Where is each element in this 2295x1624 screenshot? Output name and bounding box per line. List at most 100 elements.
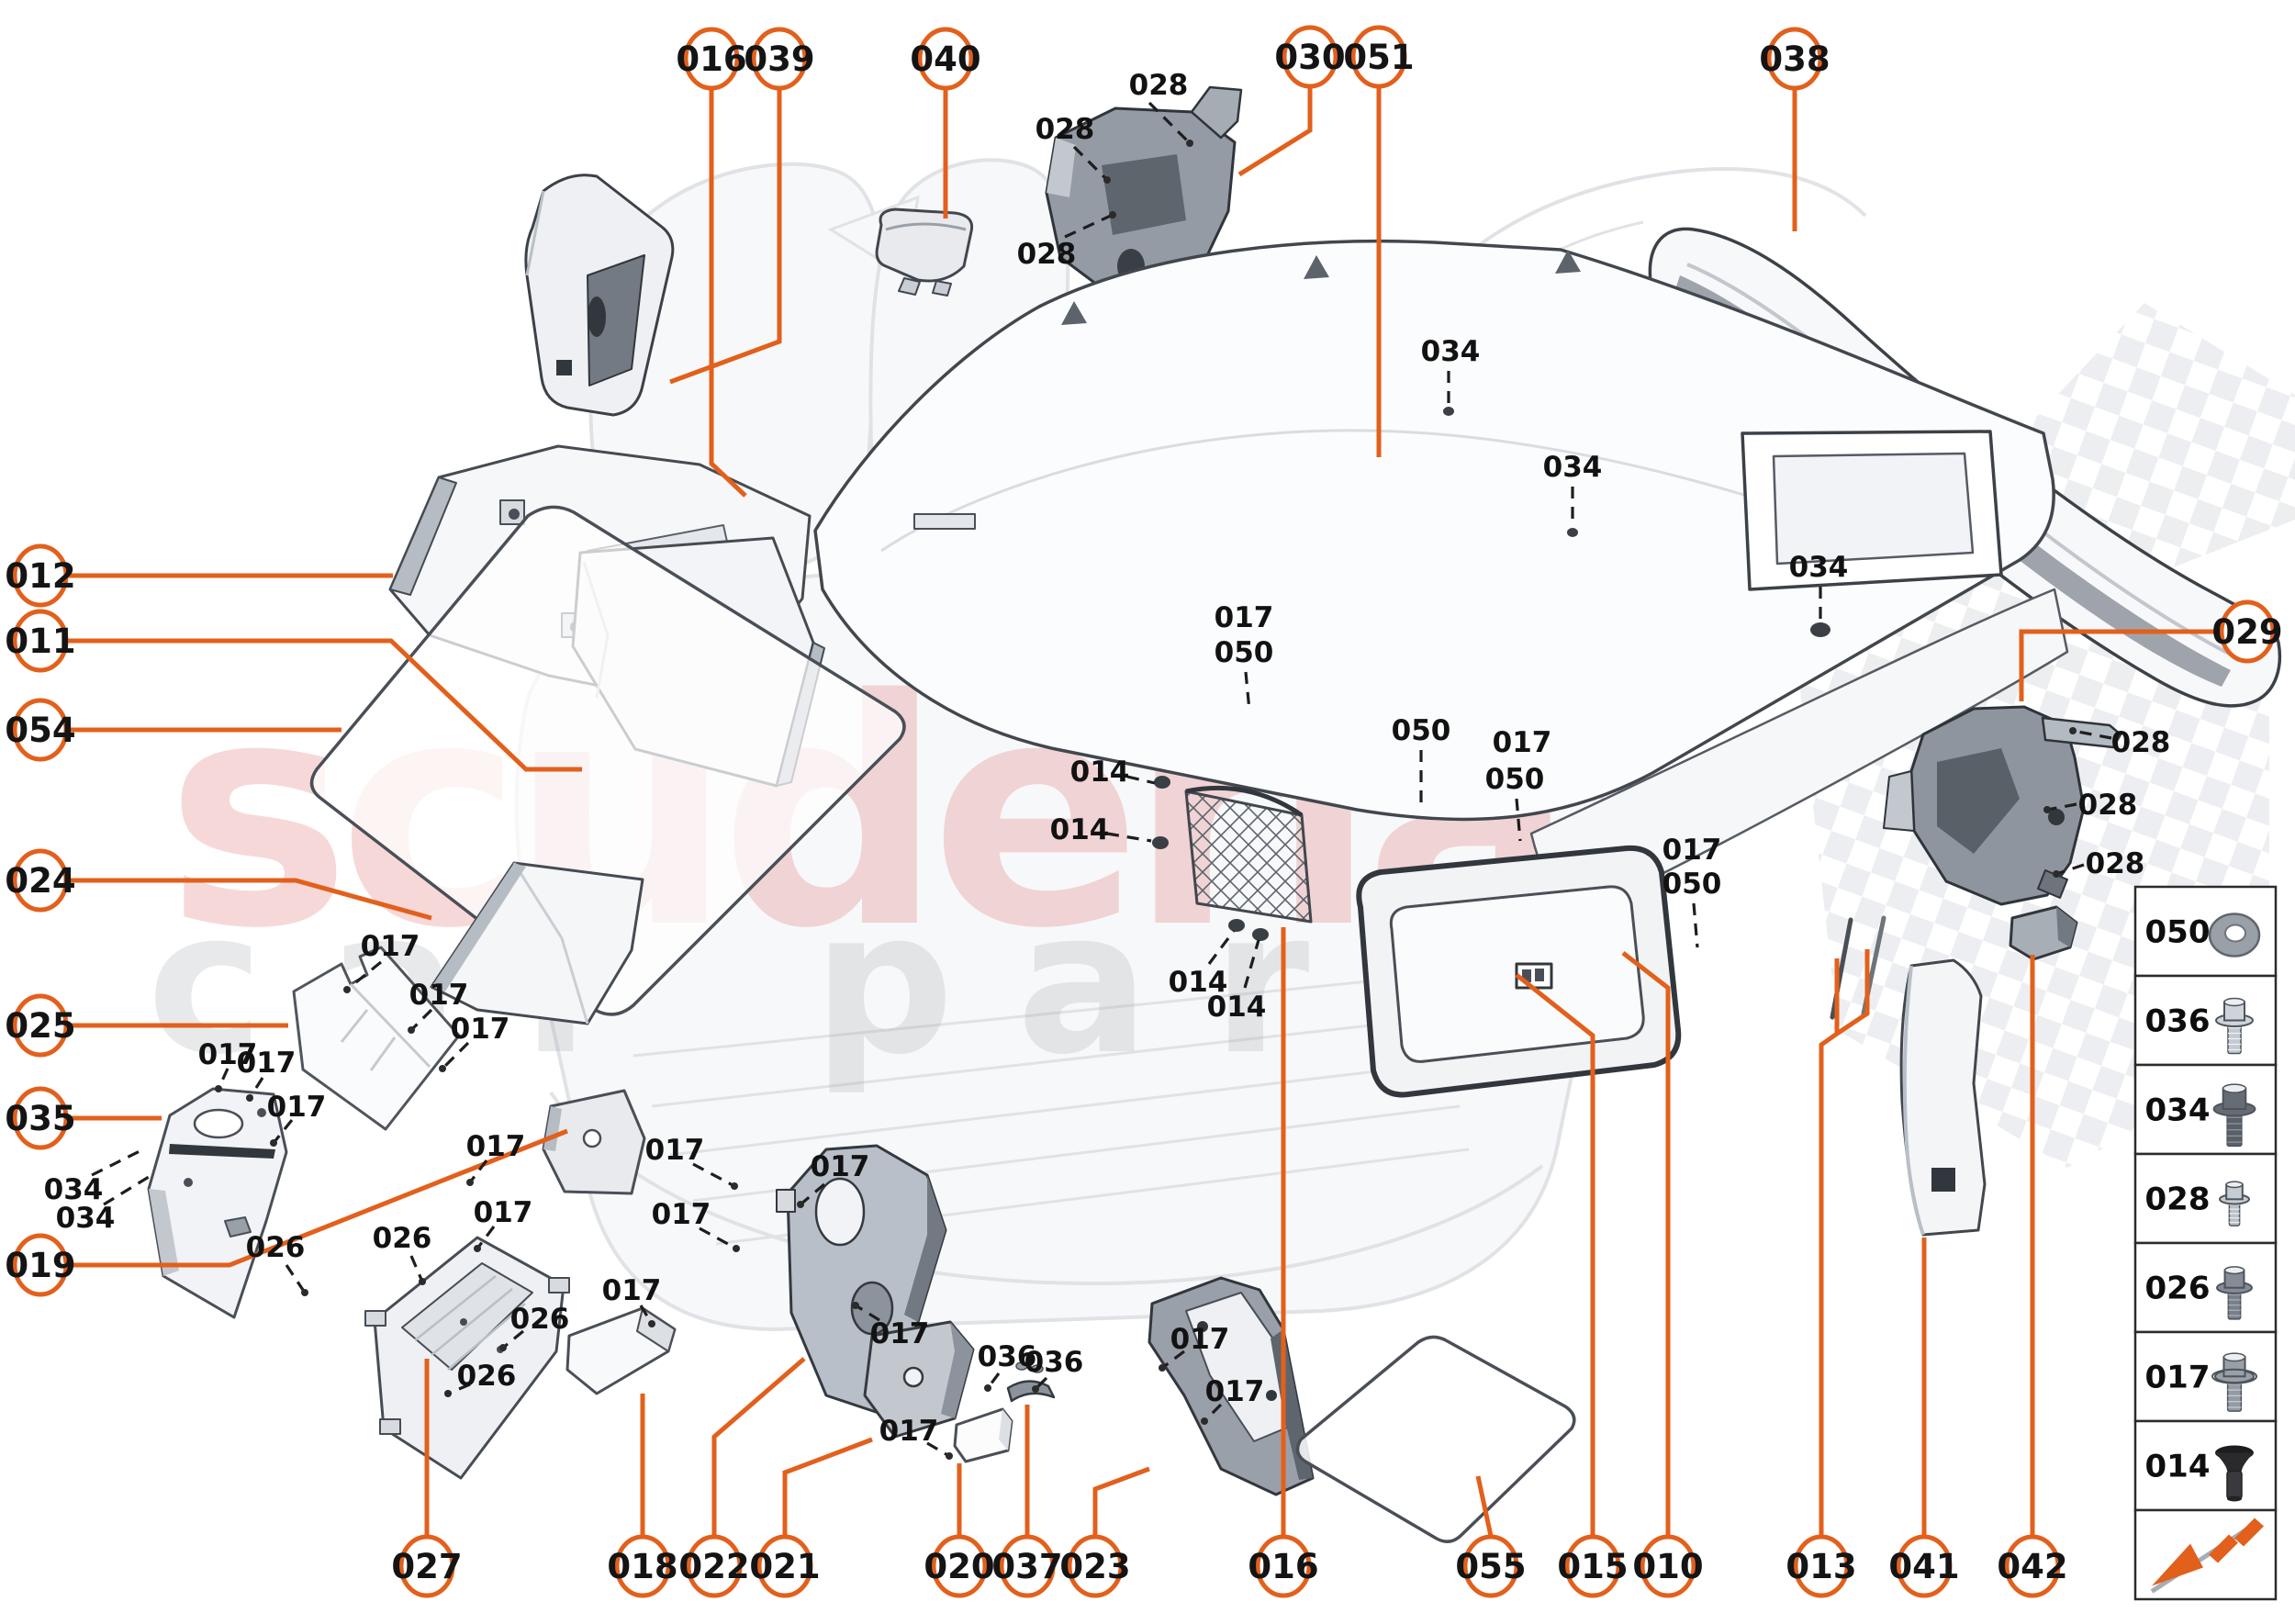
label-pointer-dash — [1692, 902, 1699, 948]
fastener-dot — [215, 1085, 222, 1092]
callout-number: 010 — [1632, 1547, 1703, 1586]
part-label-034: 034 — [56, 1175, 150, 1235]
part-label-017: 017 — [198, 1038, 258, 1092]
callout-055: 055 — [1455, 1534, 1527, 1598]
part-label-036: 036 — [1024, 1346, 1084, 1393]
callout-number: 016 — [1248, 1547, 1318, 1586]
label-pointer-dash — [1072, 145, 1109, 182]
part-label-text: 014 — [1070, 756, 1130, 789]
label-pointer-dash — [1161, 1350, 1185, 1370]
part-label-text: 034 — [1421, 335, 1481, 368]
legend-part-number: 026 — [2145, 1271, 2211, 1307]
part-label-034: 034 — [1421, 335, 1481, 404]
fastener-dot — [2043, 806, 2051, 813]
fastener-dot — [343, 986, 351, 993]
callout-circle — [2219, 599, 2276, 664]
callout-018: 018 — [607, 1534, 678, 1598]
part-pillar-trim-039 — [524, 174, 675, 417]
callout-circle — [12, 993, 69, 1058]
leader-023 — [1092, 1466, 1150, 1536]
callout-circle — [1896, 1534, 1953, 1598]
legend-part-number: 034 — [2145, 1092, 2211, 1129]
part-label-017: 017 — [1215, 601, 1274, 634]
part-protective-mat-054 — [309, 505, 906, 1016]
part-label-text: 017 — [1170, 1323, 1230, 1356]
part-label-text: 028 — [1017, 238, 1077, 271]
callout-circle — [683, 27, 740, 91]
flange-bolt-medium-icon — [2216, 1266, 2253, 1320]
label-pointer-dash — [639, 1305, 654, 1325]
part-label-034: 034 — [1543, 451, 1603, 525]
part-label-text: 017 — [198, 1038, 258, 1071]
part-label-017: 017 — [1662, 834, 1722, 867]
label-pointer-dash — [441, 1041, 470, 1070]
callout-041: 041 — [1888, 1534, 1960, 1598]
part-label-017: 017 — [602, 1274, 661, 1327]
fastener-dot — [1201, 1417, 1208, 1425]
flange-bolt-dark-icon — [2212, 1083, 2256, 1148]
parts-layer — [147, 85, 2282, 1543]
part-cover-020 — [953, 1407, 1013, 1463]
callout-027: 027 — [391, 1534, 463, 1598]
label-pointer-dash — [103, 1175, 150, 1206]
part-label-text: 017 — [409, 979, 469, 1012]
flange-screw-icon — [2211, 1352, 2257, 1412]
callout-number: 015 — [1557, 1547, 1628, 1586]
fastener-dot — [499, 1344, 507, 1351]
part-bracket-030 — [1045, 85, 1243, 300]
washer-icon — [2208, 913, 2261, 958]
callout-019: 019 — [5, 1233, 76, 1297]
part-label-text: 034 — [1543, 451, 1603, 484]
label-pointer-dash — [2072, 729, 2112, 740]
part-label-text: 034 — [56, 1202, 116, 1235]
part-label-014: 014 — [1169, 930, 1236, 999]
callout-number: 039 — [744, 39, 814, 79]
leader-029 — [2019, 629, 2221, 701]
callout-number: 027 — [391, 1547, 462, 1586]
part-label-text: 050 — [1215, 636, 1274, 669]
label-pointer-dash — [91, 1149, 140, 1177]
legend-cell — [2133, 1419, 2278, 1512]
label-pointer-dash — [248, 1077, 264, 1099]
callout-number: 022 — [678, 1547, 749, 1586]
part-label-017: 017 — [466, 1130, 526, 1186]
callout-035: 035 — [5, 1086, 76, 1150]
part-label-text: 028 — [2086, 847, 2145, 880]
callout-040: 040 — [910, 27, 981, 91]
part-label-text: 026 — [457, 1360, 517, 1393]
fastener-dot — [2069, 727, 2077, 734]
part-label-017: 017 — [439, 1013, 509, 1072]
part-label-text: 017 — [466, 1130, 526, 1163]
part-bracket-021 — [863, 1320, 975, 1439]
callout-number: 024 — [5, 861, 75, 901]
part-bracket-042 — [2009, 905, 2078, 961]
leader-010 — [1621, 951, 1671, 1536]
callout-030: 030 — [1274, 25, 1346, 89]
callout-number: 037 — [991, 1547, 1062, 1586]
callout-circle — [12, 848, 69, 913]
callout-circle — [12, 698, 69, 762]
label-pointer-dash — [272, 1119, 294, 1144]
part-label-text: 036 — [1024, 1346, 1084, 1379]
part-label-text: 017 — [811, 1150, 870, 1183]
callout-022: 022 — [678, 1534, 750, 1598]
callout-circle — [1462, 1534, 1519, 1598]
part-label-text: 028 — [1036, 113, 1095, 146]
callout-circle — [12, 1086, 69, 1150]
fastener-dot — [1159, 1364, 1166, 1372]
part-label-050: 050 — [1485, 763, 1544, 842]
callout-circle — [1255, 1534, 1312, 1598]
leader-024 — [68, 878, 432, 921]
callout-circle — [1067, 1534, 1124, 1598]
callout-circle — [12, 609, 69, 673]
part-trim-panel-024 — [430, 861, 644, 1025]
fastener-dot — [1103, 176, 1111, 184]
fastener-dot — [466, 1179, 474, 1186]
fastener-dot — [733, 1245, 740, 1252]
part-label-text: 017 — [267, 1091, 327, 1124]
part-label-text: 050 — [1392, 714, 1451, 747]
part-label-017: 017 — [237, 1047, 296, 1102]
callout-circle — [2004, 1534, 2061, 1598]
